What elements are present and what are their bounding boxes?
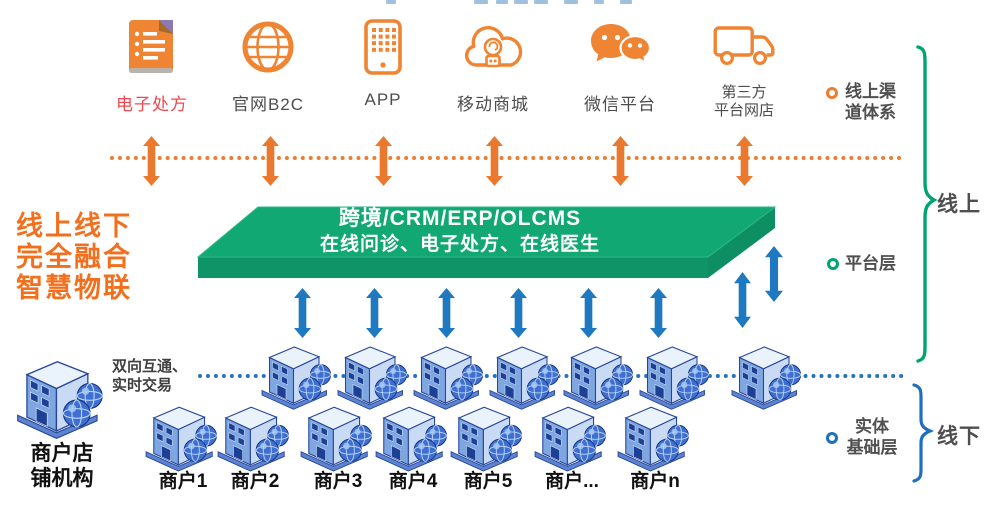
server-icon <box>615 404 695 475</box>
channel-item-prescription: 电子处方 <box>94 14 210 115</box>
server-icon <box>298 404 378 475</box>
platform-slab <box>196 206 777 278</box>
channel-item-third-party: 第三方 平台网店 <box>686 14 802 120</box>
merchant-label: 商户n <box>630 471 680 492</box>
channel-arrow <box>143 136 160 186</box>
server-icon <box>487 344 565 413</box>
hq-building-icon <box>14 358 110 443</box>
hq-label: 商户店 铺机构 <box>30 442 94 490</box>
server-icon <box>532 404 612 475</box>
mobile-mall-cloud-icon <box>461 14 525 80</box>
legend-entity-layer: 实体 基础层 <box>846 417 898 457</box>
label-online: 线上 <box>937 193 981 216</box>
platform-arrow <box>580 288 597 338</box>
server-icon <box>335 344 413 413</box>
offline-brace <box>912 383 935 483</box>
server-icon <box>373 404 453 475</box>
server-icon <box>259 344 337 413</box>
merchant-label: 商户5 <box>463 471 513 492</box>
channel-label: APP <box>364 90 402 109</box>
platform-arrow <box>734 272 751 328</box>
server-icon <box>448 404 528 475</box>
server-icon <box>729 344 807 413</box>
slogan: 线上线下 完全融合 智慧物联 <box>16 211 132 303</box>
merchant-label: 商户4 <box>388 471 438 492</box>
channel-item-app: APP <box>325 14 441 110</box>
label-offline: 线下 <box>937 425 981 448</box>
platform-arrow <box>510 288 527 338</box>
delivery-truck-icon <box>713 14 775 80</box>
entity-layer-bullet-icon <box>826 432 838 444</box>
server-icon <box>561 344 639 413</box>
legend-online-channel: 线上渠 道体系 <box>845 82 896 122</box>
online-channel-bullet-icon <box>826 87 838 99</box>
platform-arrow <box>366 288 383 338</box>
channel-item-mobile-mall: 移动商城 <box>435 14 551 115</box>
legend-platform-layer: 平台层 <box>845 254 896 273</box>
wechat-icon <box>589 14 651 80</box>
server-icon <box>215 404 295 475</box>
platform-arrow <box>438 288 455 338</box>
platform-arrow <box>294 288 311 338</box>
channel-arrow <box>736 136 753 186</box>
platform-arrow <box>765 246 783 302</box>
server-icon <box>637 344 715 413</box>
channel-item-wechat: 微信平台 <box>562 14 678 115</box>
channel-arrow <box>262 136 279 186</box>
online-brace <box>916 45 938 363</box>
channel-label: 微信平台 <box>584 95 656 114</box>
platform-title-line2: 在线问诊、电子处方、在线医生 <box>319 234 600 255</box>
channel-arrow <box>486 136 503 186</box>
server-icon <box>411 344 489 413</box>
merchant-label: 商户... <box>545 471 599 492</box>
channel-label: 移动商城 <box>457 95 529 114</box>
prescription-document-icon <box>126 14 178 80</box>
channel-label: 第三方 平台网店 <box>713 84 774 119</box>
platform-title: 跨境/CRM/ERP/OLCMS 在线问诊、电子处方、在线医生 <box>210 206 710 257</box>
merchant-label: 商户1 <box>158 471 208 492</box>
channel-arrow <box>375 136 392 186</box>
channel-label: 官网B2C <box>231 95 305 114</box>
merchant-label: 商户2 <box>230 471 280 492</box>
channel-item-b2c: 官网B2C <box>210 14 326 115</box>
mobile-phone-icon <box>364 14 402 80</box>
interconnect-label: 双向互通、 实时交易 <box>112 358 188 394</box>
platform-arrow <box>650 288 667 338</box>
globe-icon <box>241 14 295 80</box>
channel-label: 电子处方 <box>116 95 188 114</box>
server-icon <box>143 404 223 475</box>
platform-title-line1: 跨境/CRM/ERP/OLCMS <box>338 207 582 230</box>
merchant-label: 商户3 <box>313 471 363 492</box>
channel-arrow <box>612 136 629 186</box>
online-dotted-line <box>110 156 902 160</box>
platform-layer-bullet-icon <box>827 258 839 270</box>
